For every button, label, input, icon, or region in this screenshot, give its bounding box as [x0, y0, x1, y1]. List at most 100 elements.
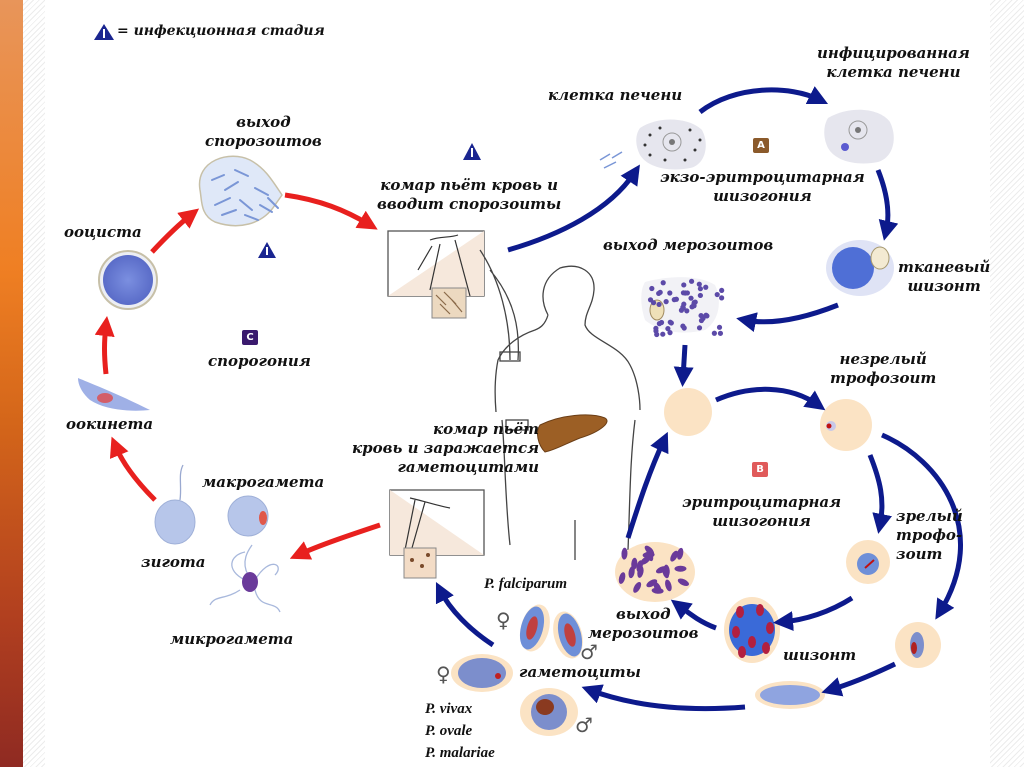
human-cycle-arrows	[435, 86, 963, 712]
arrow-bite-to-liver	[507, 164, 640, 253]
merozoite-dot	[697, 292, 703, 299]
label-line: комар пьёт кровь и	[380, 176, 559, 194]
vivax-female-gametocyte	[451, 654, 513, 692]
infection-triangle-icon	[258, 242, 276, 258]
merozoite-dot	[696, 281, 702, 287]
arrow-exit-to-rbc	[625, 431, 669, 539]
merozoite-dot	[676, 547, 684, 560]
merozoite-dot	[656, 301, 662, 308]
label-line: трофозоит	[830, 369, 937, 387]
merozoite-dot	[654, 331, 660, 338]
merozoite-dot	[631, 557, 638, 570]
label-sporozoite-exit: выход спорозоитов	[205, 113, 322, 151]
merozoite-dots	[647, 278, 725, 338]
slide-side-bar	[0, 0, 23, 767]
label-line: мерозоитов	[588, 624, 699, 642]
ookinete-cell	[78, 378, 150, 411]
merozoite-dot	[671, 297, 677, 303]
legend-text: = инфекционная стадия	[117, 22, 325, 41]
merozoite-dot	[667, 319, 673, 325]
label-gametocytes: гаметоциты	[519, 663, 641, 681]
merozoite-dot	[681, 325, 687, 331]
sporozoites-icon	[599, 151, 623, 169]
merozoite-dot	[682, 290, 688, 296]
falciparum-female-gametocyte	[519, 604, 550, 652]
merozoite-dot	[674, 565, 687, 572]
merozoite-dot	[677, 578, 689, 586]
vivax-male-gametocyte	[520, 688, 578, 736]
merozoite-dot	[665, 579, 672, 592]
human-silhouette	[479, 249, 641, 560]
legend-infection-triangle-icon	[94, 24, 114, 40]
arrow-schizont-to-merozoites	[736, 302, 839, 332]
merozoite-dot	[688, 295, 694, 301]
legend-equals: =	[117, 23, 129, 39]
microgamete-cell	[209, 544, 281, 613]
label-line: экзо-эритроцитарная	[660, 168, 865, 186]
arrow-immature-to-late	[881, 432, 963, 620]
merozoite-dot	[697, 286, 703, 292]
erythrocyte-empty	[664, 388, 712, 436]
label-oocyst: ооциста	[64, 223, 142, 241]
label-line: инфицированная	[817, 44, 970, 62]
arrow-rbc-to-immature	[714, 386, 826, 411]
arrow-infected-to-schizont	[875, 169, 899, 241]
merozoite-dot	[714, 291, 720, 298]
female-symbol-icon: ♀	[436, 662, 451, 686]
arrow-late-to-gametocyte	[821, 661, 897, 697]
arrow-gametocytes-to-mosquito	[435, 581, 495, 648]
label-infected-liver-cell: инфицированная клетка печени	[817, 44, 970, 82]
arrow-schizont-to-exit	[670, 599, 717, 631]
mature-trophozoite-cell	[846, 540, 890, 584]
merozoite-dot	[700, 315, 706, 321]
label-exo-erythrocytic-schizogony: экзо-эритроцитарная шизогония	[660, 168, 865, 206]
liver-cell-dots	[643, 126, 702, 162]
label-line: клетка печени	[826, 63, 961, 81]
arrow-oocyst-to-sporozoite	[150, 208, 200, 254]
label-species-list: P. vivax P. ovale P. malariae	[425, 698, 495, 764]
mosquito-cycle-arrows	[94, 192, 381, 560]
stage-badge-b: B	[752, 462, 768, 477]
arrow-merozoites-to-rbc	[673, 344, 694, 387]
tissue-schizont-cell	[826, 240, 894, 296]
species-p-ovale: P. ovale	[425, 723, 473, 739]
sporozoite-exit-cell	[198, 155, 283, 227]
label-line: выход	[236, 113, 291, 131]
mosquito-infect-panel	[389, 489, 485, 579]
label-ookinete: оокинета	[66, 415, 154, 433]
label-tissue-schizont: тканевый шизонт	[898, 258, 990, 296]
gametocyte-developing-cell	[755, 681, 825, 709]
merozoite-dot	[647, 297, 654, 303]
oocyst-cell	[98, 250, 158, 310]
female-symbol-icon: ♀	[496, 608, 511, 632]
stage-badge-a: A	[753, 138, 769, 153]
label-rbc-merozoite-exit: выход мерозоитов	[588, 605, 699, 643]
infected-liver-cell	[824, 109, 894, 164]
infection-triangle-icon	[463, 143, 481, 160]
label-sporogony: спорогония	[208, 352, 311, 370]
label-line: вводит спорозоиты	[377, 195, 562, 213]
merozoite-dot	[660, 280, 666, 286]
label-mosquito-infect: комар пьёт кровь и заражается гаметоцита…	[352, 420, 539, 477]
label-line: шизогония	[712, 512, 811, 530]
arrow-liver-to-infected	[698, 86, 829, 114]
label-line: выход	[616, 605, 671, 623]
merozoite-dot	[663, 299, 669, 305]
merozoite-dot	[691, 303, 697, 309]
label-line: эритроцитарная	[682, 493, 842, 511]
arrow-immature-to-mature	[867, 454, 892, 534]
label-line: гаметоцитами	[397, 458, 540, 476]
merozoite-dot	[646, 549, 654, 562]
label-line: кровь и заражается	[352, 439, 540, 457]
label-merozoite-exit: выход мерозоитов	[603, 236, 774, 254]
stage-badge-c: C	[242, 330, 258, 345]
schizont-cell	[724, 597, 780, 663]
label-line: незрелый	[839, 350, 927, 368]
merozoite-dot	[716, 324, 723, 330]
merozoite-dot	[636, 560, 643, 573]
label-p-falciparum: P. falciparum	[484, 576, 568, 592]
merozoite-dot	[649, 285, 655, 292]
merozoite-dot	[703, 284, 709, 290]
arrow-mature-to-schizont	[773, 595, 854, 632]
merozoite-dot	[719, 287, 725, 294]
